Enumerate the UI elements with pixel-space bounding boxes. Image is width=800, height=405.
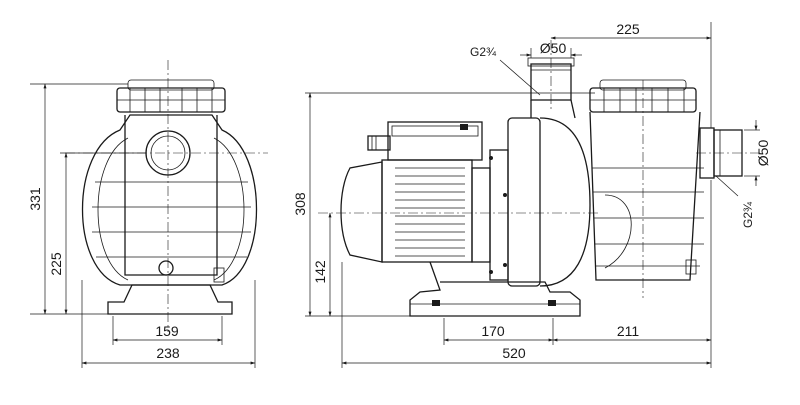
front-height-dimension: 331 bbox=[27, 83, 128, 315]
side-axis-height-label: 142 bbox=[312, 260, 328, 284]
front-base bbox=[107, 284, 233, 315]
side-port-diameter-label: Ø50 bbox=[755, 140, 771, 167]
side-length-label: 520 bbox=[502, 345, 526, 361]
top-port-diameter-label: Ø50 bbox=[540, 40, 567, 56]
side-height-label: 308 bbox=[292, 192, 308, 216]
top-port-diameter-dimension: Ø50 bbox=[520, 40, 582, 58]
front-height-label: 331 bbox=[27, 187, 43, 211]
side-port-diameter-dimension: Ø50 bbox=[744, 120, 771, 186]
front-drain-plug bbox=[158, 260, 174, 276]
side-top-offset-dimension: 225 bbox=[550, 21, 712, 128]
terminal-box bbox=[387, 121, 483, 161]
side-front-dimension: 211 bbox=[552, 180, 712, 368]
side-foot-dimension: 170 bbox=[443, 318, 554, 345]
top-thread-callout: G2¾ bbox=[470, 45, 541, 96]
side-base bbox=[409, 261, 581, 317]
side-top-offset-label: 225 bbox=[616, 21, 640, 37]
side-front-label: 211 bbox=[617, 323, 640, 339]
front-width-label: 238 bbox=[156, 345, 180, 361]
strainer-housing bbox=[589, 111, 701, 281]
front-width-dimension: 238 bbox=[81, 280, 256, 368]
strainer-ribs bbox=[592, 167, 704, 267]
front-housing-outline bbox=[81, 114, 257, 286]
side-height-dimension: 308 bbox=[292, 92, 595, 317]
side-view: 308 142 170 211 520 225 bbox=[292, 21, 771, 368]
front-ribs bbox=[92, 181, 251, 258]
side-foot-label: 170 bbox=[481, 323, 505, 339]
front-view: 331 225 159 238 bbox=[27, 60, 268, 368]
side-thread-label: G2¾ bbox=[741, 201, 755, 228]
pump-volute bbox=[539, 117, 591, 287]
front-foot-label: 159 bbox=[155, 323, 179, 339]
side-length-dimension: 520 bbox=[341, 262, 712, 368]
top-thread-label: G2¾ bbox=[470, 45, 497, 59]
front-inlet-height-dimension: 225 bbox=[48, 152, 146, 315]
motor-body bbox=[381, 159, 473, 263]
motor-end-cap bbox=[340, 161, 383, 263]
motor-flange bbox=[471, 167, 491, 263]
side-thread-callout: G2¾ bbox=[715, 175, 755, 228]
motor-cooling-fins bbox=[395, 167, 465, 257]
cable-gland bbox=[367, 135, 391, 151]
front-inlet-height-label: 225 bbox=[48, 252, 64, 276]
side-axis-height-dimension: 142 bbox=[312, 212, 332, 317]
pump-housing-ring bbox=[507, 117, 541, 287]
front-foot-dimension: 159 bbox=[112, 316, 223, 345]
